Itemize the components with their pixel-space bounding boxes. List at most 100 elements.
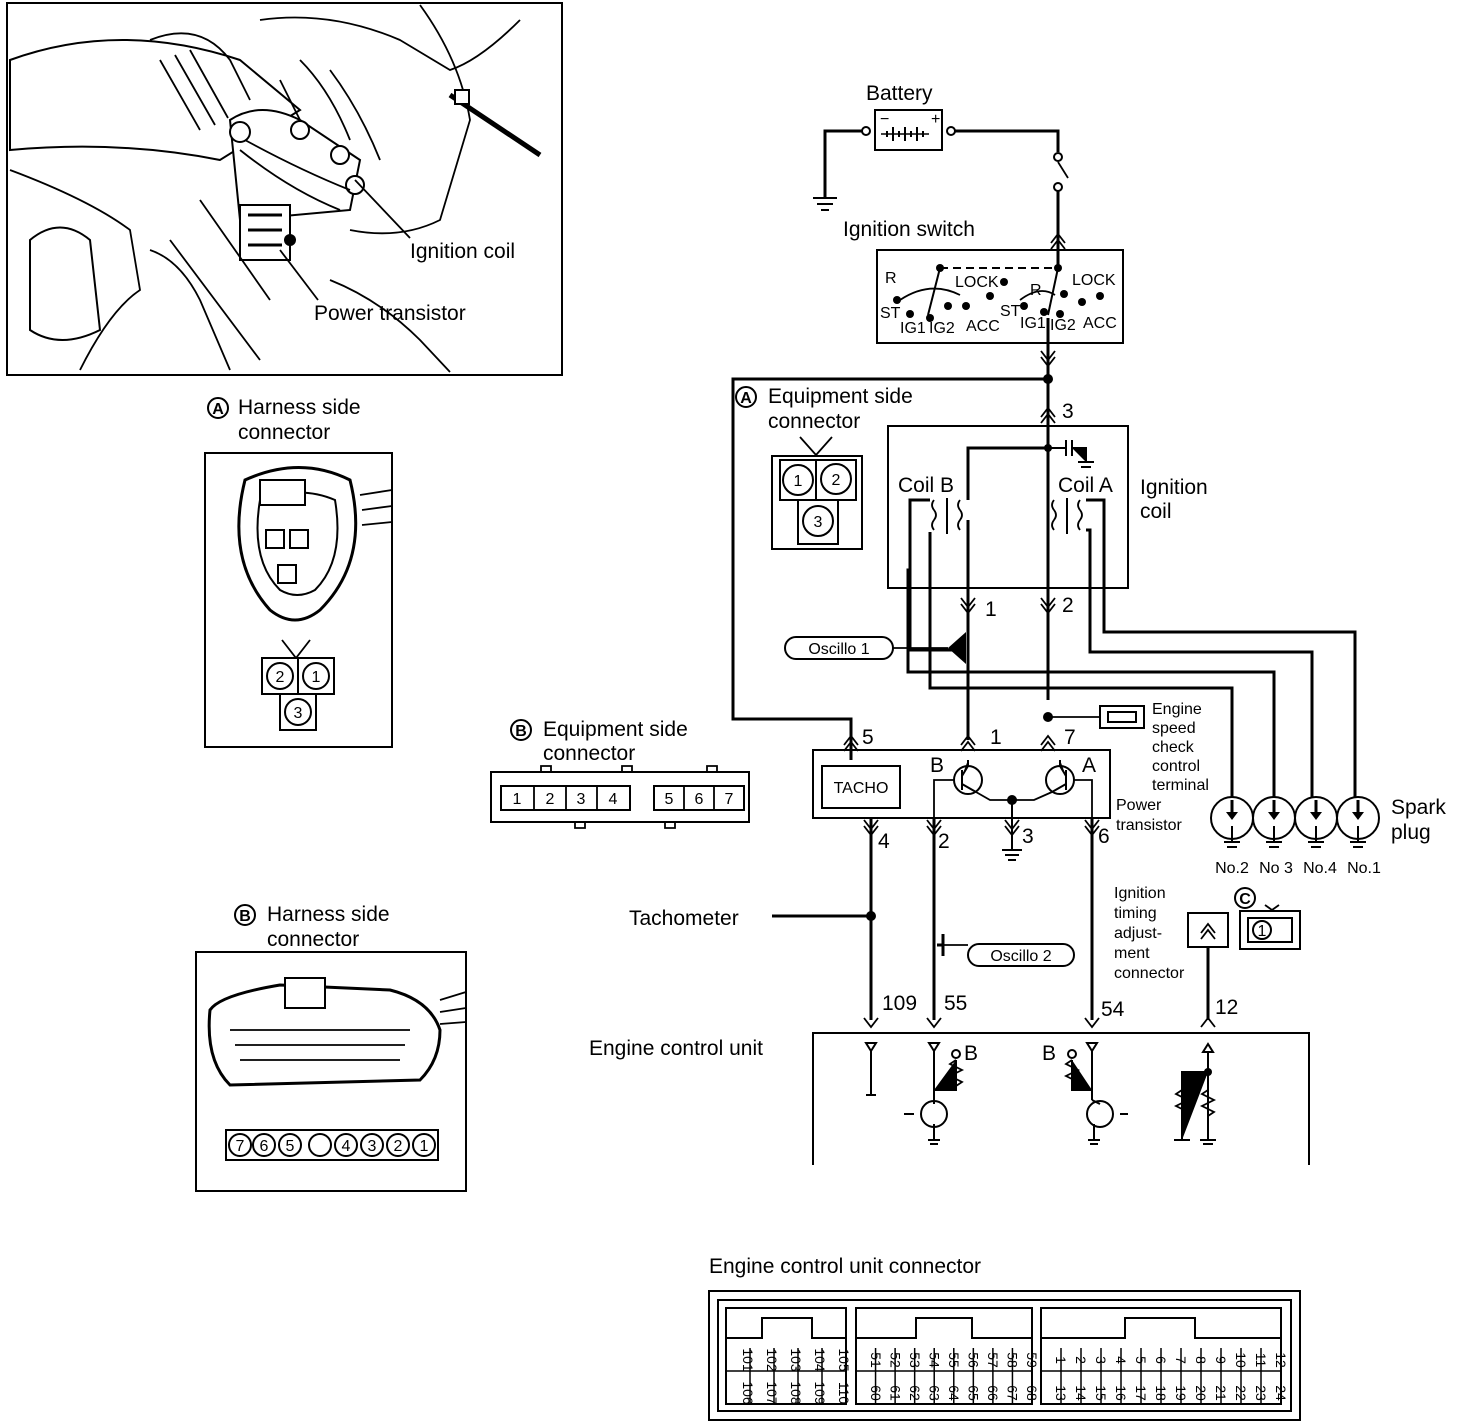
svg-text:3: 3: [368, 1138, 377, 1155]
svg-text:B: B: [930, 754, 944, 777]
svg-text:Equipment side: Equipment side: [768, 385, 913, 408]
svg-text:1: 1: [513, 791, 522, 808]
svg-text:Engine: Engine: [1152, 701, 1202, 718]
ecu-pin-label: 11: [1253, 1353, 1269, 1368]
engine-control-unit: Engine control unit 109 55 54 12 B B: [589, 992, 1310, 1165]
esc-terminal-icon: [1099, 705, 1145, 729]
ecu-pin-label: 15: [1093, 1385, 1109, 1401]
svg-text:5: 5: [862, 726, 874, 749]
ecu-pin-label: 101: [740, 1348, 756, 1372]
ecu-pin-label: 21: [1213, 1385, 1229, 1401]
ecu-pin-label: 107: [764, 1381, 780, 1405]
engine-photo: Ignition coil Power transistor: [6, 2, 563, 376]
svg-text:connector: connector: [1114, 965, 1185, 982]
svg-text:Oscillo 1: Oscillo 1: [808, 641, 869, 658]
tachometer-label: Tachometer: [629, 907, 739, 930]
ecu-pin-label: 12: [1273, 1352, 1289, 1368]
power-transistor: Power transistor TACHO 5 1 7 B A 4 2 3 6: [812, 726, 1182, 861]
svg-text:−: −: [880, 111, 889, 128]
svg-text:No.4: No.4: [1303, 860, 1337, 877]
transistor-b-icon: [953, 765, 983, 795]
svg-text:Oscillo 2: Oscillo 2: [990, 948, 1051, 965]
ecu-pin-label: 105: [836, 1348, 852, 1372]
svg-text:3: 3: [1022, 825, 1034, 848]
svg-text:LOCK: LOCK: [955, 274, 999, 291]
ecu-pin-label: 23: [1253, 1385, 1269, 1401]
svg-text:plug: plug: [1391, 821, 1431, 844]
svg-text:2: 2: [276, 669, 285, 686]
svg-text:control: control: [1152, 758, 1200, 775]
engine-speed-check-terminal-label: Engine speed check control terminal: [1152, 701, 1209, 794]
svg-text:Spark: Spark: [1391, 796, 1446, 819]
ecu-pin-label: 56: [966, 1352, 982, 1368]
ecu-pin-label: 5: [1133, 1356, 1149, 1364]
ecu-pin-label: 17: [1133, 1385, 1149, 1401]
svg-text:1: 1: [990, 726, 1002, 749]
svg-text:4: 4: [342, 1138, 351, 1155]
circle-b-icon: [510, 719, 532, 741]
svg-text:7: 7: [1064, 726, 1076, 749]
svg-text:R: R: [885, 270, 897, 287]
ecu-pin-label: 66: [985, 1385, 1001, 1401]
svg-text:IG2: IG2: [1050, 317, 1076, 334]
svg-text:A: A: [1082, 754, 1096, 777]
svg-text:2: 2: [1062, 594, 1074, 617]
ecu-pin-label: 104: [812, 1348, 828, 1372]
oscillo-1-probe: Oscillo 1: [784, 632, 966, 664]
ecu-pin-label: 54: [926, 1352, 942, 1368]
ecu-pin-label: 109: [812, 1381, 828, 1405]
ecu-pin-label: 64: [946, 1385, 962, 1401]
svg-text:3: 3: [294, 705, 303, 722]
ecu-pin-label: 59: [1024, 1352, 1040, 1368]
equipment-side-connector-a: A Equipment side connector 1 2 3: [735, 385, 913, 550]
transistor-a-icon: [1045, 765, 1075, 795]
ecu-pin-label: 103: [788, 1348, 804, 1372]
svg-text:Engine control unit connector: Engine control unit connector: [709, 1255, 981, 1278]
circle-b-icon: [234, 904, 256, 926]
ecu-pin-label: 4: [1113, 1356, 1129, 1364]
circle-a-icon: [735, 386, 757, 408]
ecu-pin-label: 110: [836, 1382, 852, 1405]
svg-text:ment: ment: [1114, 945, 1150, 962]
svg-text:adjust-: adjust-: [1114, 925, 1162, 942]
ecu-pin-label: 1: [1053, 1356, 1069, 1364]
svg-text:terminal: terminal: [1152, 777, 1209, 794]
svg-text:ST: ST: [1000, 303, 1021, 320]
oscillo-2-probe: Oscillo 2: [937, 934, 1075, 967]
svg-text:1: 1: [794, 473, 803, 490]
svg-text:B: B: [964, 1042, 978, 1065]
svg-text:Equipment side: Equipment side: [543, 718, 688, 741]
svg-text:Ignition: Ignition: [1140, 476, 1208, 499]
svg-text:No.1: No.1: [1347, 860, 1381, 877]
ignition-timing-adjustment-connector: Ignition timing adjust- ment connector C…: [1114, 885, 1301, 982]
ecu-pin-label: 9: [1213, 1356, 1229, 1364]
svg-text:speed: speed: [1152, 720, 1196, 737]
harness-side-connector-a: A Harness side connector 2 1 3: [204, 396, 393, 748]
ecu-pin-label: 22: [1233, 1385, 1249, 1401]
ecu-pin-label: 58: [1005, 1352, 1021, 1368]
ecu-pin-block: [725, 1307, 847, 1405]
connector-arrow-icon: [1040, 350, 1056, 368]
harness-side-connector-b: B Harness side connector 7 6 5 4 3 2 1: [195, 903, 467, 1192]
svg-text:109: 109: [882, 992, 917, 1015]
svg-text:1: 1: [420, 1138, 429, 1155]
ecu-pin-label: 62: [907, 1385, 923, 1401]
svg-text:3: 3: [814, 514, 823, 531]
svg-text:5: 5: [286, 1138, 295, 1155]
svg-text:Power: Power: [1116, 797, 1162, 814]
ecu-pin-label: 19: [1173, 1385, 1189, 1401]
ecu-pin-label: 53: [907, 1352, 923, 1368]
svg-text:ACC: ACC: [1083, 315, 1117, 332]
svg-text:Harness side: Harness side: [238, 396, 361, 419]
ecu-pin-label: 7: [1173, 1356, 1189, 1364]
ecu-pin-label: 55: [946, 1352, 962, 1368]
svg-text:55: 55: [944, 992, 967, 1015]
svg-text:2: 2: [394, 1138, 403, 1155]
svg-text:TACHO: TACHO: [834, 780, 889, 797]
ecu-pin-label: 106: [740, 1381, 756, 1405]
ecu-pin-label: 16: [1113, 1385, 1129, 1401]
svg-text:ACC: ACC: [966, 318, 1000, 335]
ecu-pin-label: 24: [1273, 1385, 1289, 1401]
